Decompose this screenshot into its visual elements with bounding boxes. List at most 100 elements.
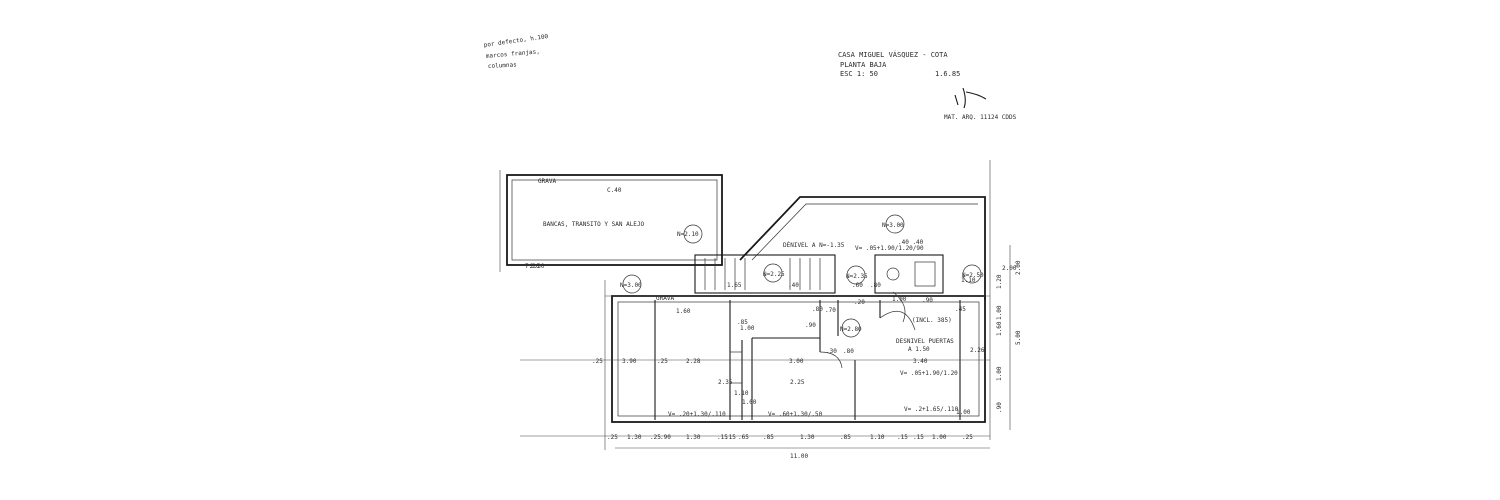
v-mid: V= .05+1.90/1.20: [900, 370, 958, 377]
signature: [954, 87, 987, 109]
dim-bottom-2: .25: [650, 434, 661, 441]
dim-bottom-12: .15: [897, 434, 908, 441]
level-markers: N=2.10 N=3.00 N=3.00 N=2.25 N=2.35 N=2.5…: [620, 214, 984, 338]
desnivel-puertas-label: DESNIVEL PUERTAS: [896, 338, 954, 345]
dim-room-1: 1.00: [740, 325, 755, 332]
sheet-title: PLANTA BAJA: [840, 61, 887, 69]
dim-room-4: 1.10: [961, 277, 976, 284]
dim-top-3: .80: [812, 306, 823, 313]
scale-label: ESC 1: 50: [840, 70, 878, 78]
dim-room-17: 2.00: [1002, 265, 1017, 272]
dim-room-6: 2.25: [790, 379, 805, 386]
dim-room-0: 1.60: [676, 308, 691, 315]
upper-room: GRAVA C.40 BANCAS, TRANSITO Y SAN ALEJO …: [499, 170, 723, 272]
dim-room-13: .70: [825, 307, 836, 314]
dim-room-2: .90: [805, 322, 816, 329]
date-label: 1.6.85: [935, 70, 960, 78]
dim-top-5: .80: [870, 282, 881, 289]
dim-bottom-13: .15: [913, 434, 924, 441]
dim-top-1: 1.65: [727, 282, 742, 289]
dim-room-9: 1.00: [742, 399, 757, 406]
level-circle-225: [763, 263, 783, 283]
dim-top-6: .45: [955, 306, 966, 313]
dim-mid-4: 3.00: [789, 358, 804, 365]
dim-bottom-15: .25: [962, 434, 973, 441]
dim-bottom-3: .90: [660, 434, 671, 441]
note-line-2: marcos franjas,: [486, 48, 541, 60]
dim-room-16: 1.00: [956, 409, 971, 416]
stair-treads: [704, 258, 821, 290]
upper-room-note: BANCAS, TRANSITO Y SAN ALEJO: [543, 221, 645, 228]
incl-label: (INCL. 385): [912, 317, 952, 324]
dim-right-2: 2.00: [1015, 260, 1022, 275]
dim-room-7: 2.26: [970, 347, 985, 354]
dim-top-2: .40: [788, 282, 799, 289]
dim-mid-0: .25: [592, 358, 603, 365]
dim-mid-3: 2.28: [686, 358, 701, 365]
dim-bottom-10: .85: [840, 434, 851, 441]
dim-bottom-5: 1.30: [686, 434, 701, 441]
upper-room-small-label: C.40: [607, 187, 622, 194]
dim-bottom-14: 1.00: [932, 434, 947, 441]
dims-top-row: 7.20 1.65 .40 .80 .60 .80 .45: [525, 263, 966, 313]
d-40-40: .40 .40: [898, 239, 924, 246]
v-bottom-mid: V= .60+1.30/.50: [768, 411, 823, 418]
level-n210: N=2.10: [677, 231, 699, 238]
dim-right-0: 1.20: [996, 274, 1003, 289]
dim-room-8: 2.35: [718, 379, 733, 386]
dimension-lines: [520, 160, 1011, 450]
dim-room-12: .80: [843, 348, 854, 355]
v-top-right: V= .05+1.90/1.20/90: [855, 245, 924, 252]
dim-bottom-7: .65: [738, 434, 749, 441]
level-n300a: N=3.00: [620, 282, 642, 289]
dim-top-0: 7.20: [525, 263, 540, 270]
dim-right-4: 5.00: [1015, 330, 1022, 345]
dim-room-3: .90: [922, 297, 933, 304]
stair-block: [694, 254, 836, 294]
v-bottom-left: V= .20+1.30/.110: [668, 411, 726, 418]
dim-mid-1: 3.90: [622, 358, 637, 365]
level-circle-210: [683, 224, 703, 244]
dim-bottom-4: .15: [717, 434, 728, 441]
grava-label: GRAVA: [538, 178, 556, 185]
dim-right-1: 1.00: [996, 305, 1003, 320]
dim-room-11: .30: [826, 348, 837, 355]
level-circle-250: [962, 264, 982, 284]
dim-right-5: 1.00: [996, 366, 1003, 381]
note-line-3: columnas: [488, 61, 518, 70]
bath-block: [874, 254, 944, 294]
title-block: CASA MIGUEL VÁSQUEZ - COTA PLANTA BAJA E…: [838, 50, 1017, 121]
dim-right-6: .90: [996, 402, 1003, 413]
upper-width-dim: 2.30: [530, 263, 545, 270]
grava-label-2: GRAVA: [656, 295, 674, 302]
level-n280: N=2.80: [840, 326, 862, 333]
level-circle-300a: [622, 274, 642, 294]
dim-bottom-6: .15: [725, 434, 736, 441]
total-width-dim: 11.00: [790, 453, 808, 460]
dim-top-4: .60: [852, 282, 863, 289]
level-n300b: N=3.00: [882, 222, 904, 229]
desnivel-label: DÉNIVEL A N=-1.35: [783, 241, 845, 249]
dim-room-15: 1.00: [892, 296, 907, 303]
level-n250: N=2.50: [962, 272, 984, 279]
dim-mid-2: .25: [657, 358, 668, 365]
level-n235: N=2.35: [846, 273, 868, 280]
level-circle-235: [846, 265, 866, 285]
project-title: CASA MIGUEL VÁSQUEZ - COTA: [838, 50, 948, 59]
dims-right-col: 1.20 1.00 2.00 1.60 5.00 1.00 .90: [996, 260, 1022, 413]
dim-room-14: .20: [854, 299, 865, 306]
signature-caption: MAT. ARQ. 11124 CDDS: [944, 114, 1017, 121]
upper-right-wing: DÉNIVEL A N=-1.35 V= .05+1.90/1.20/90 .4…: [694, 196, 986, 300]
dim-bottom-9: 1.30: [800, 434, 815, 441]
note-line-1: por defecto, h.100: [483, 33, 549, 49]
dims-room-values: 1.601.00.90.901.10.852.252.262.351.001.1…: [676, 265, 1017, 416]
v-bottom-right: V= .2+1.65/.110: [904, 406, 959, 413]
dim-room-5: .85: [737, 319, 748, 326]
dim-right-3: 1.60: [996, 321, 1003, 336]
a-150-label: A 1.50: [908, 346, 930, 353]
dim-bottom-8: .85: [763, 434, 774, 441]
